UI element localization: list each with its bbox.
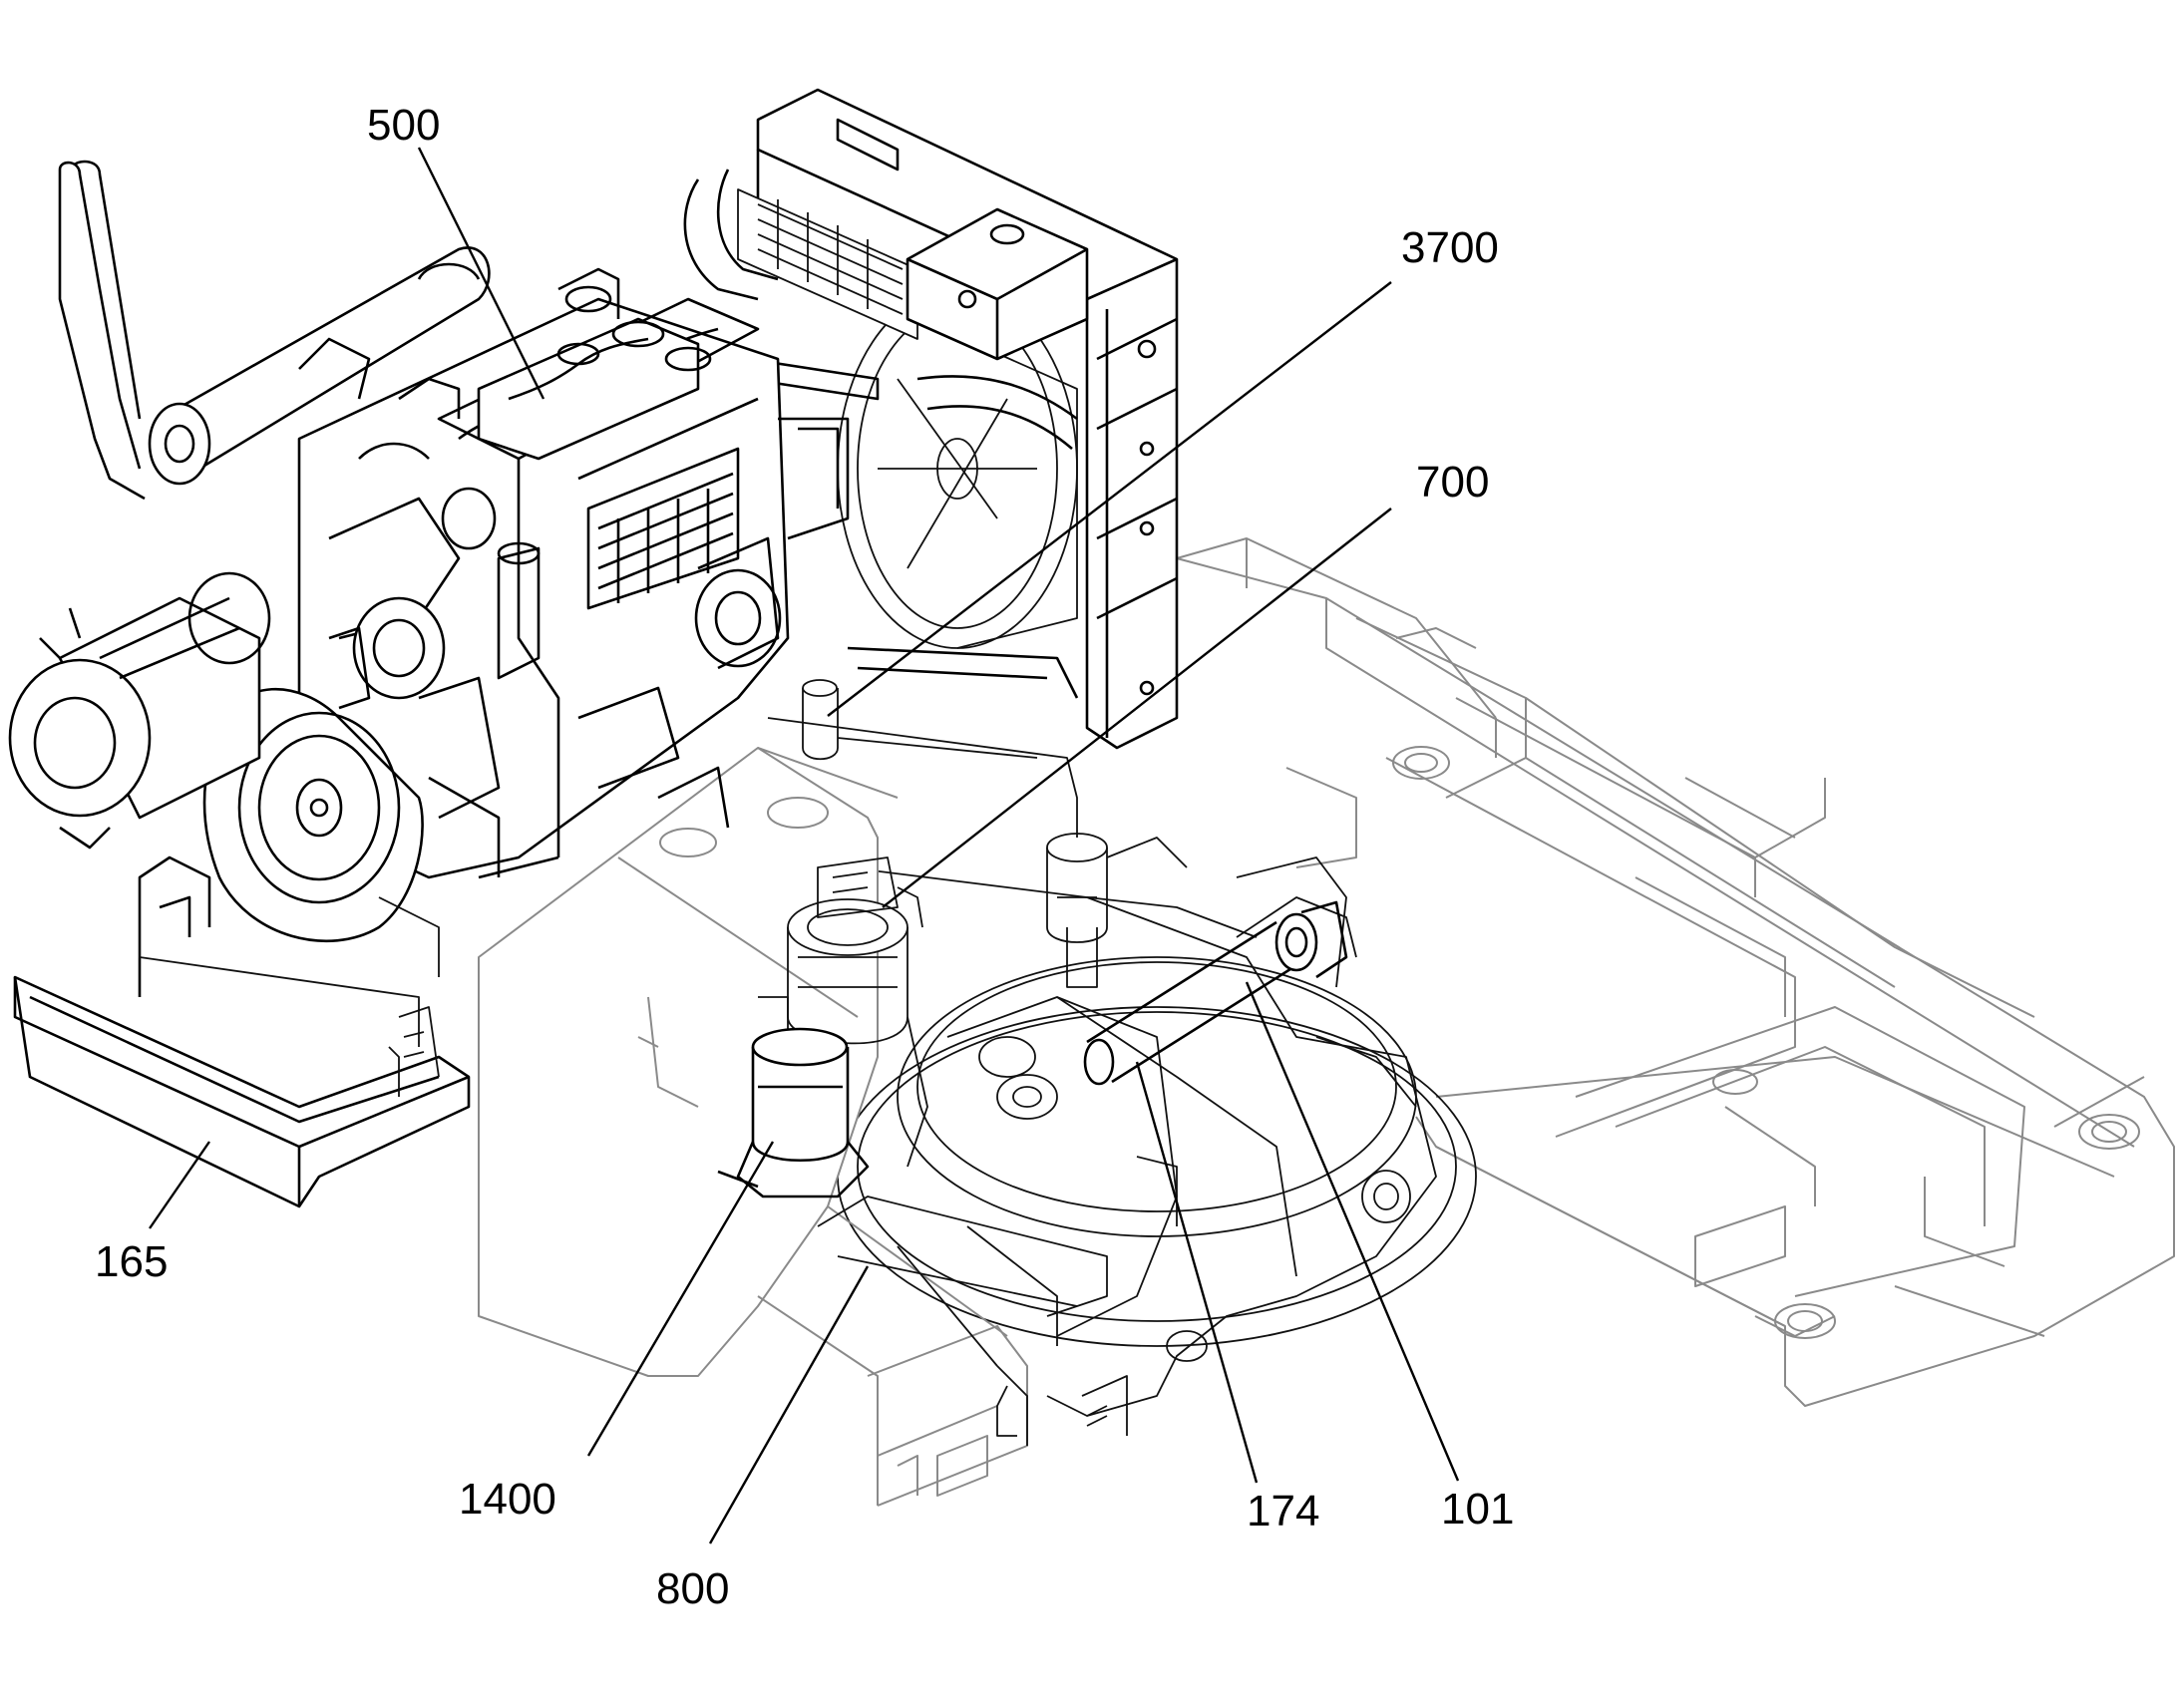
air-cleaner bbox=[8, 571, 271, 850]
leader-101 bbox=[1245, 981, 1460, 1482]
filter-canister bbox=[717, 1027, 870, 1198]
callout-labels: 500 3700 700 165 1400 800 174 101 bbox=[95, 101, 1514, 1613]
expansion-tank bbox=[906, 207, 1089, 361]
leader-700 bbox=[882, 508, 1392, 908]
hydraulic-oil-tank-filter bbox=[767, 679, 1078, 838]
callout-500: 500 bbox=[367, 101, 440, 150]
callout-800: 800 bbox=[656, 1564, 729, 1613]
callout-700: 700 bbox=[1416, 458, 1489, 507]
charge-air-cooler bbox=[737, 188, 918, 340]
cooling-fan bbox=[837, 288, 1078, 649]
callout-3700: 3700 bbox=[1401, 223, 1499, 272]
valve-cover bbox=[477, 267, 712, 461]
leader-800 bbox=[708, 1265, 870, 1544]
callout-165: 165 bbox=[95, 1237, 168, 1286]
leader-165 bbox=[149, 1141, 210, 1229]
callout-174: 174 bbox=[1247, 1487, 1319, 1536]
engine-mount-tray bbox=[13, 855, 471, 1208]
callout-101: 101 bbox=[1441, 1485, 1514, 1534]
exhaust-system bbox=[58, 160, 491, 501]
base-frame bbox=[1176, 537, 2175, 1407]
counterweight-tank bbox=[478, 747, 1028, 1507]
slew-ring bbox=[837, 956, 1477, 1347]
alternator bbox=[328, 596, 446, 710]
callout-1400: 1400 bbox=[459, 1475, 556, 1524]
leader-3700 bbox=[827, 281, 1392, 717]
floor-brackets bbox=[817, 1196, 1128, 1446]
leader-174 bbox=[1135, 1061, 1259, 1484]
leader-1400 bbox=[586, 1141, 775, 1457]
engine-block bbox=[297, 297, 850, 879]
engine-support bbox=[139, 877, 440, 1097]
leader-lines bbox=[149, 147, 1460, 1544]
hydraulic-pump bbox=[758, 856, 928, 1168]
leader-500 bbox=[417, 147, 545, 400]
boom-pin-shaft bbox=[1083, 900, 1348, 1086]
